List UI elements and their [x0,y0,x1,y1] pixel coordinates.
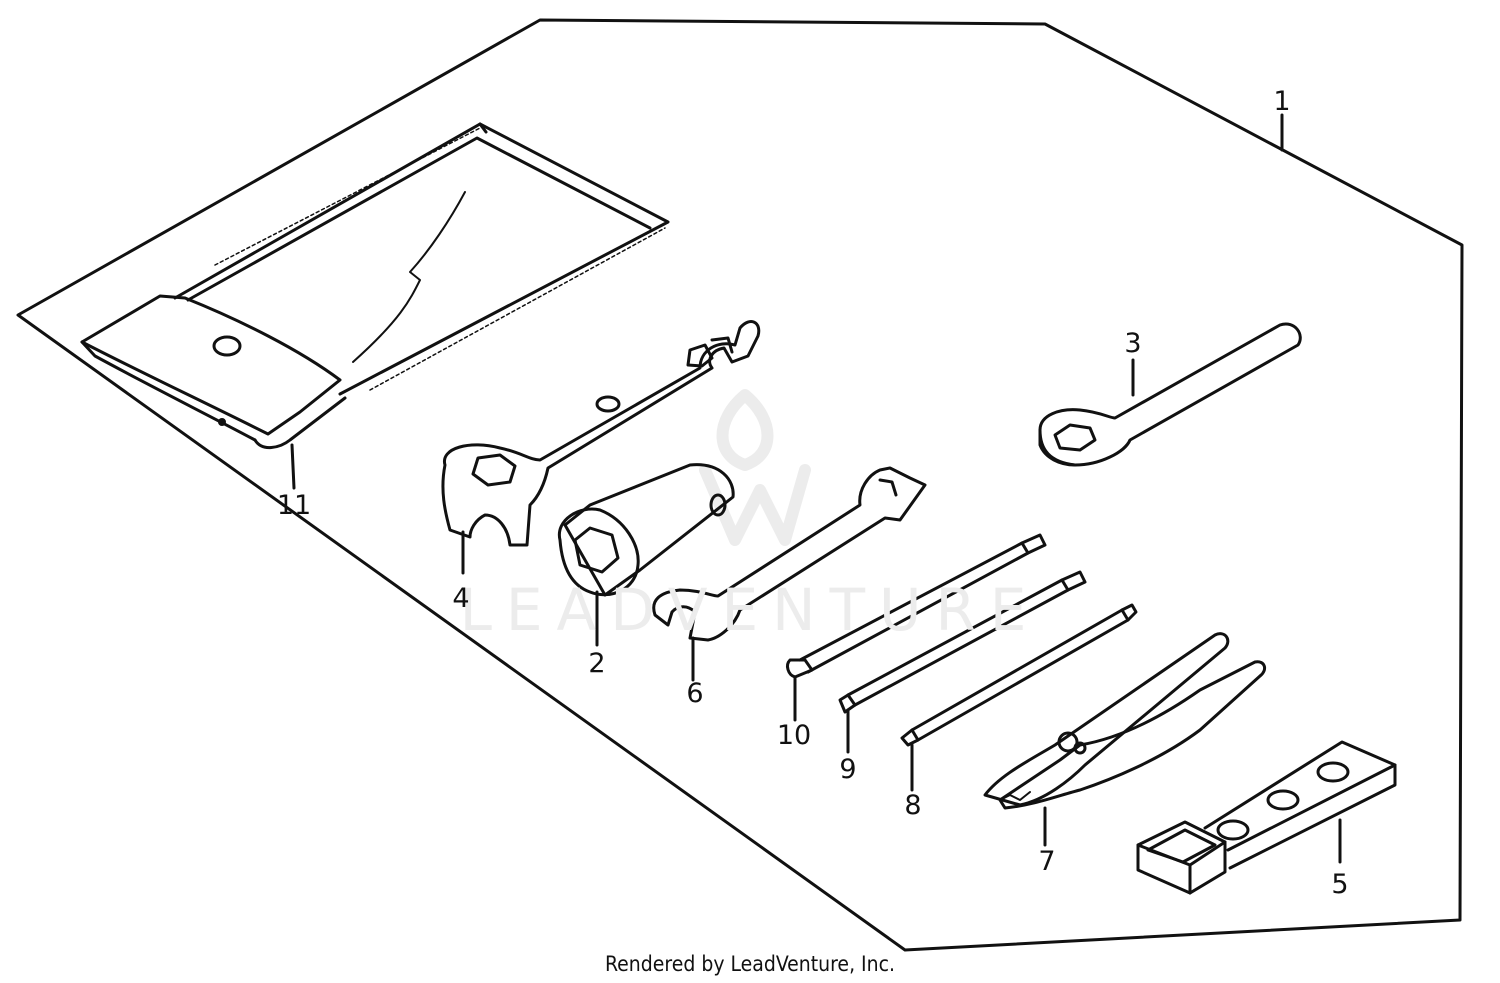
open-end-wrench [652,466,927,682]
callout-10: 10 [777,720,811,751]
callout-7: 7 [1038,846,1055,877]
pin-spanner-wrench [1038,322,1302,467]
callout-8: 8 [904,790,921,821]
watermark-logo-icon [699,389,811,546]
callout-2: 2 [588,648,605,679]
pliers [983,632,1267,847]
box-wrench-handle [1136,740,1397,895]
callout-6: 6 [686,678,703,709]
callout-9: 9 [839,754,856,785]
screwdriver-flat [786,533,1047,722]
kit-outline [16,18,1464,952]
screwdriver-phillips [838,570,1087,754]
watermark-text: LEADVENTURE [460,576,1041,644]
combination-wrench [441,320,761,575]
screwdriver-phillips-small [900,603,1138,792]
callout-4: 4 [452,583,469,614]
callout-5: 5 [1331,869,1348,900]
leader-line-11 [290,443,296,490]
tool-bag [80,122,670,490]
callout-11: 11 [277,490,311,521]
spark-plug-wrench [557,463,735,647]
callout-3: 3 [1124,328,1141,359]
footer-credit: Rendered by LeadVenture, Inc. [605,952,895,976]
callout-1: 1 [1273,86,1290,117]
